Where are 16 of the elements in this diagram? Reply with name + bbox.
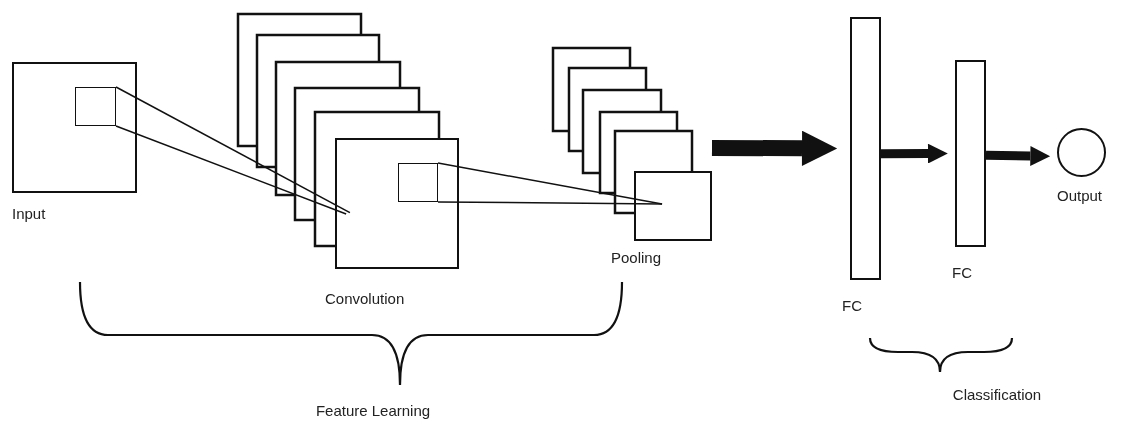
node-label: Input — [12, 205, 46, 223]
arrow — [881, 143, 948, 164]
projection-line — [437, 201, 663, 205]
node-label: Output — [1057, 187, 1103, 205]
node-label: FC — [952, 264, 972, 282]
projection-line — [115, 86, 351, 214]
arrow — [985, 146, 1051, 166]
receptive-field-box — [74, 86, 116, 126]
group-label: Feature Learning — [315, 402, 431, 420]
node-label: FC — [842, 297, 862, 315]
node-label: Convolution — [325, 290, 405, 308]
receptive-field-box — [397, 162, 438, 202]
node-label: Pooling — [611, 249, 662, 267]
projection-line — [115, 125, 347, 215]
arrow — [711, 130, 838, 166]
group-label: Classification — [952, 386, 1042, 404]
